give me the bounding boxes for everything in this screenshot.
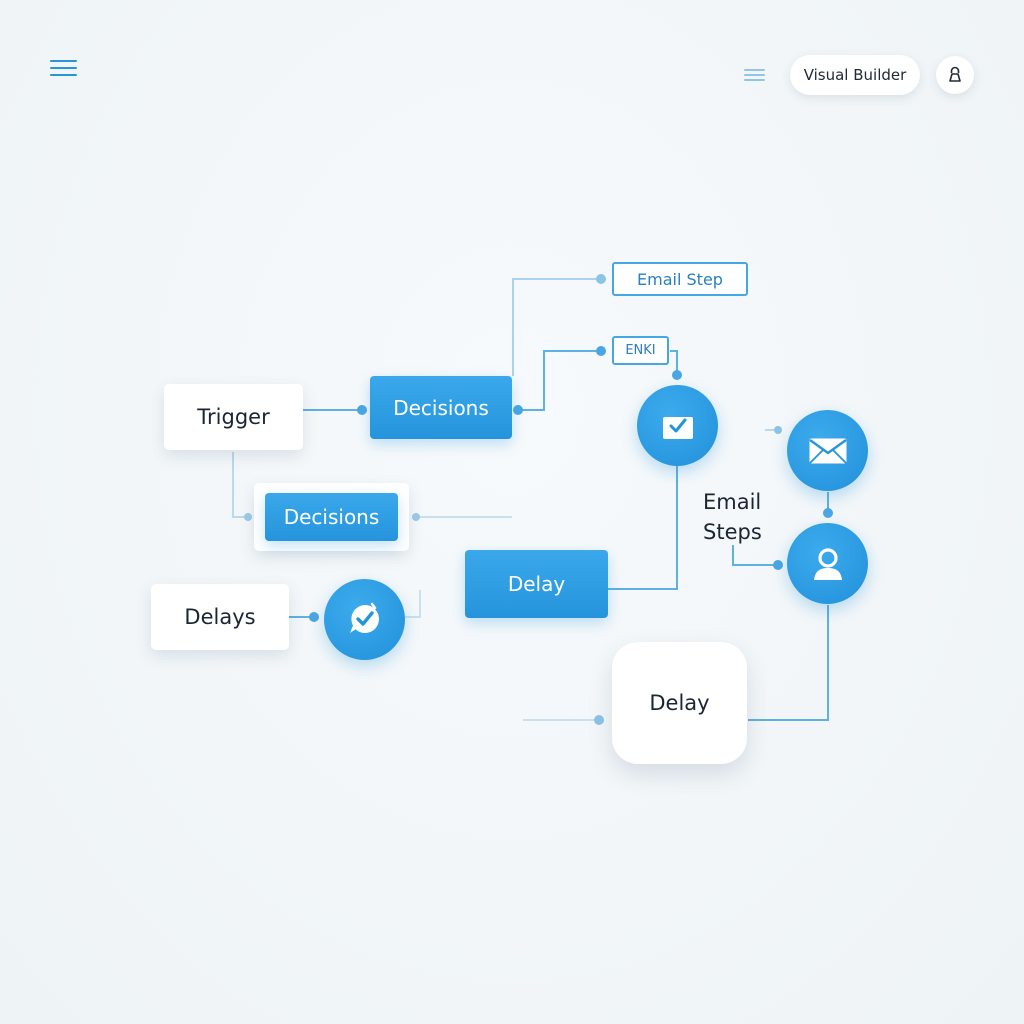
delay-bottom-label: Delay — [649, 691, 710, 715]
visual-builder-label: Visual Builder — [803, 66, 907, 84]
visual-builder-button[interactable]: Visual Builder — [790, 55, 920, 95]
email-steps-text: Email Steps — [703, 487, 783, 547]
enki-label: ENKI — [625, 343, 656, 358]
user-icon — [813, 547, 842, 580]
email-step-label: Email Step — [637, 269, 723, 289]
wire-user-delay — [748, 605, 829, 721]
delay-mid-label: Delay — [507, 572, 566, 596]
user-avatar-button[interactable] — [936, 56, 974, 94]
chat-check-icon — [349, 602, 379, 633]
user-icon — [949, 66, 961, 82]
decisions-top-label: Decisions — [393, 395, 489, 420]
hamburger-menu-icon[interactable] — [50, 58, 78, 78]
delays-node[interactable]: Delays — [151, 584, 289, 650]
inbox-circle-node[interactable] — [637, 385, 718, 466]
email-step-node[interactable]: Email Step — [612, 262, 748, 296]
decisions-node-mid[interactable]: Decisions — [265, 493, 398, 541]
mail-circle-node[interactable] — [787, 410, 868, 491]
wire-inbox-delay — [608, 466, 678, 590]
delay-node-bottom[interactable]: Delay — [612, 642, 747, 764]
trigger-node[interactable]: Trigger — [164, 384, 303, 450]
wire-emailsteps-user — [732, 545, 775, 566]
user-circle-node[interactable] — [787, 523, 868, 604]
wire-decisions-enki — [518, 350, 598, 411]
delays-label: Delays — [184, 605, 256, 629]
wire-enki-inbox — [670, 350, 678, 372]
list-icon[interactable] — [744, 69, 766, 83]
wire-check-riser — [405, 590, 421, 618]
inbox-check-icon — [662, 416, 693, 439]
wire-trigger-decisions-mid — [232, 452, 246, 518]
enki-node[interactable]: ENKI — [612, 336, 669, 365]
email-steps-line1: Email — [703, 490, 762, 514]
wire-decisions-email-step — [512, 278, 598, 376]
email-steps-line2: Steps — [703, 520, 762, 544]
envelope-icon — [808, 438, 847, 464]
delay-node-mid[interactable]: Delay — [465, 550, 608, 618]
decisions-mid-label: Decisions — [283, 505, 380, 529]
decisions-node-top[interactable]: Decisions — [370, 376, 512, 439]
check-circle-node[interactable] — [324, 579, 405, 660]
trigger-label: Trigger — [197, 405, 270, 429]
